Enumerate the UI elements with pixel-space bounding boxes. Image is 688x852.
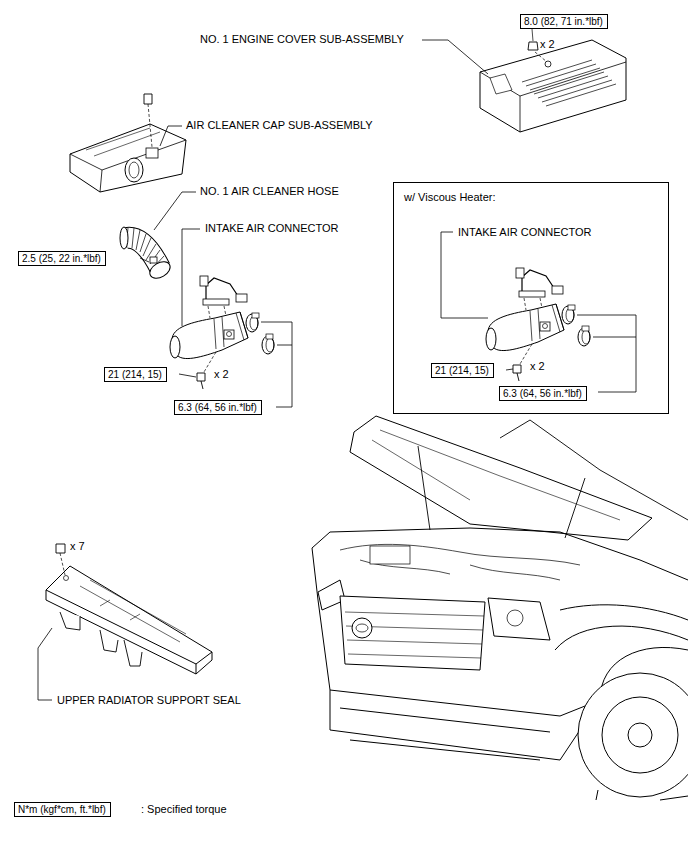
radiator-support-seal-part bbox=[38, 628, 52, 700]
vehicle-illustration bbox=[500, 420, 688, 520]
node-text: 2.5 (25, 22 in.*lbf) bbox=[22, 252, 101, 265]
vehicle-illustration bbox=[350, 416, 652, 540]
torque-spec-box: 21 (214, 15) bbox=[104, 367, 167, 382]
vehicle-illustration bbox=[372, 430, 620, 520]
radiator-support-seal-part bbox=[60, 553, 65, 575]
radiator-support-seal-part bbox=[56, 544, 65, 553]
quantity-note: x 2 bbox=[540, 38, 555, 51]
vehicle-illustration bbox=[555, 605, 688, 650]
air-cleaner-cap-part bbox=[160, 126, 182, 146]
radiator-support-seal-part bbox=[60, 612, 142, 666]
vehicle-illustration bbox=[340, 596, 485, 670]
air-cleaner-hose-part bbox=[154, 192, 196, 230]
intake-air-connector-left bbox=[170, 276, 274, 389]
air-cleaner-hose-part bbox=[120, 227, 128, 249]
quantity-note: x 2 bbox=[214, 368, 229, 381]
legend-text: : Specified torque bbox=[141, 803, 227, 816]
engine-cover-part bbox=[422, 29, 626, 132]
air-cleaner-cap-part bbox=[125, 158, 143, 182]
vehicle-illustration bbox=[340, 544, 580, 565]
engine-cover-part bbox=[422, 40, 488, 74]
torque-spec-box: 6.3 (64, 56 in.*lbf) bbox=[174, 400, 262, 415]
air-cleaner-cap-part bbox=[70, 140, 186, 192]
vehicle-illustration bbox=[370, 546, 410, 564]
part-name: AIR CLEANER CAP SUB-ASSEMBLY bbox=[186, 119, 373, 132]
intake-air-connector-right bbox=[486, 268, 590, 381]
air-cleaner-hose-part bbox=[120, 192, 196, 282]
torque-spec-box: 21 (214, 15) bbox=[431, 363, 494, 378]
torque-spec-box: 2.5 (25, 22 in.*lbf) bbox=[18, 251, 106, 266]
node-text: 6.3 (64, 56 in.*lbf) bbox=[503, 387, 582, 400]
variant-frame: w/ Viscous Heater: INTAKE AIR CONNECTOR 21… bbox=[393, 182, 669, 414]
radiator-support-seal-part bbox=[46, 590, 212, 674]
leader-line bbox=[179, 374, 196, 377]
vehicle-illustration bbox=[330, 690, 600, 760]
radiator-support-seal-part bbox=[38, 544, 212, 700]
air-cleaner-cap-part bbox=[129, 162, 139, 178]
air-cleaner-cap-part bbox=[70, 124, 186, 192]
leader-line bbox=[441, 232, 488, 318]
air-cleaner-hose-part bbox=[140, 258, 149, 262]
node-text: 21 (214, 15) bbox=[435, 364, 489, 377]
air-cleaner-hose-part bbox=[126, 228, 164, 268]
air-cleaner-cap-part bbox=[148, 104, 152, 147]
part-name: UPPER RADIATOR SUPPORT SEAL bbox=[57, 694, 241, 707]
leader-line bbox=[577, 315, 636, 392]
air-cleaner-cap-part bbox=[144, 94, 152, 104]
vehicle-illustration bbox=[418, 446, 585, 538]
torque-legend-box: N*m (kgf*cm, ft.*lbf) bbox=[14, 802, 111, 817]
part-name: NO. 1 ENGINE COVER SUB-ASSEMBLY bbox=[200, 33, 404, 46]
air-cleaner-cap-part bbox=[146, 148, 158, 158]
vehicle-illustration bbox=[312, 416, 688, 800]
node-text: 6.3 (64, 56 in.*lbf) bbox=[178, 401, 257, 414]
torque-spec-box: 8.0 (82, 71 in.*lbf) bbox=[520, 14, 608, 29]
vehicle-illustration bbox=[352, 618, 372, 638]
vehicle-illustration bbox=[507, 610, 523, 626]
torque-spec-box: 6.3 (64, 56 in.*lbf) bbox=[499, 386, 587, 401]
vehicle-illustration bbox=[345, 612, 484, 658]
vehicle-illustration bbox=[628, 723, 652, 747]
vehicle-illustration bbox=[356, 624, 368, 632]
air-cleaner-cap-part bbox=[70, 94, 186, 192]
leader-line bbox=[261, 322, 292, 407]
engine-cover-part bbox=[535, 52, 547, 62]
node-text: 8.0 (82, 71 in.*lbf) bbox=[524, 15, 603, 28]
vehicle-illustration bbox=[488, 598, 550, 640]
engine-cover-part bbox=[490, 74, 512, 94]
vehicle-illustration bbox=[602, 697, 678, 773]
leader-line bbox=[506, 369, 513, 370]
engine-cover-part bbox=[545, 61, 551, 67]
engine-cover-part bbox=[480, 40, 626, 132]
vehicle-illustration bbox=[596, 790, 688, 800]
part-name: INTAKE AIR CONNECTOR bbox=[458, 226, 591, 239]
radiator-support-seal-part bbox=[80, 580, 186, 642]
part-name: INTAKE AIR CONNECTOR bbox=[205, 222, 338, 235]
leader-line bbox=[182, 229, 200, 326]
node-text: N*m (kgf*cm, ft.*lbf) bbox=[18, 803, 106, 816]
quantity-note: x 7 bbox=[70, 540, 85, 553]
node-text: 21 (214, 15) bbox=[108, 368, 162, 381]
vehicle-illustration bbox=[578, 673, 688, 797]
vehicle-illustration bbox=[312, 528, 688, 580]
node-text: w/ Viscous Heater: bbox=[404, 191, 496, 204]
radiator-support-seal-part bbox=[64, 576, 69, 581]
vehicle-illustration bbox=[312, 548, 600, 760]
quantity-note: x 2 bbox=[530, 360, 545, 373]
engine-cover-part bbox=[528, 42, 538, 50]
air-cleaner-hose-part bbox=[150, 257, 157, 263]
engine-cover-part bbox=[522, 60, 616, 106]
part-name: NO. 1 AIR CLEANER HOSE bbox=[200, 185, 339, 198]
engine-cover-part bbox=[532, 29, 533, 41]
